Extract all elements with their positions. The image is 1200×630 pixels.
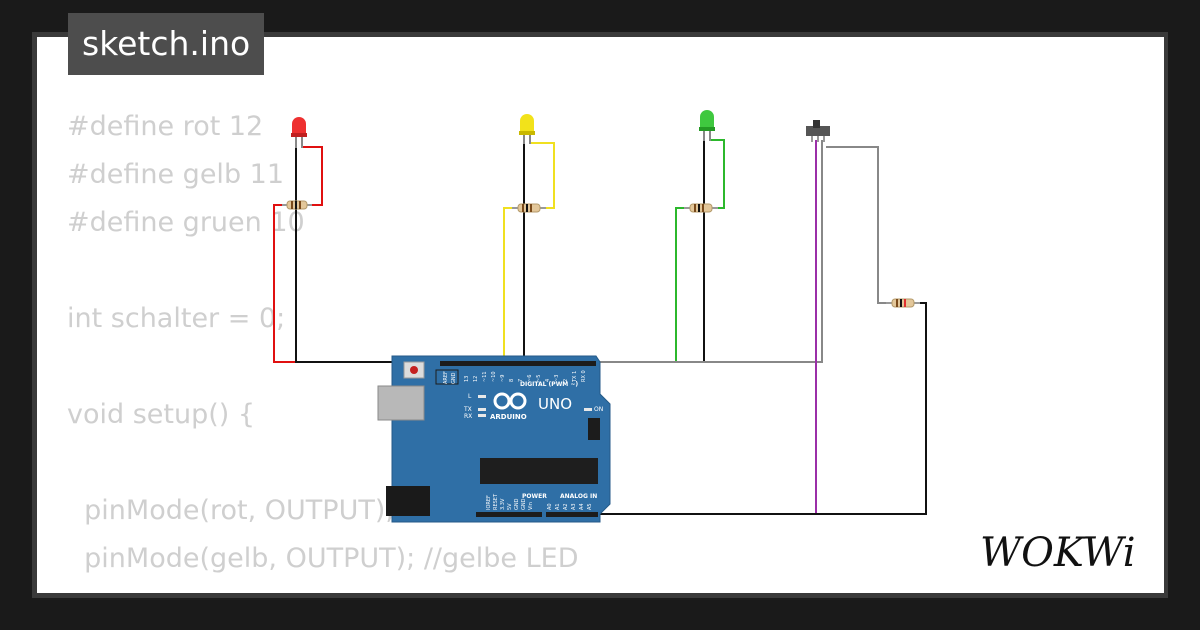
pin-label: ~6 xyxy=(527,375,533,382)
resistor[interactable] xyxy=(684,203,718,213)
pin-label: 7 xyxy=(518,379,524,382)
pin-label: 3.3V xyxy=(500,498,506,510)
pin-label: Vin xyxy=(528,502,534,510)
led-label-tx: TX xyxy=(463,406,472,413)
board-model-label: UNO xyxy=(538,395,572,413)
pin-label: 4 xyxy=(545,379,551,382)
pin-label: 8 xyxy=(509,379,515,382)
code-line: #define rot 12 xyxy=(67,111,264,142)
wires xyxy=(273,139,927,515)
analog-header xyxy=(546,512,598,517)
code-line: pinMode(gelb, OUTPUT); //gelbe LED xyxy=(67,543,579,574)
pin-label: AREF xyxy=(443,371,449,384)
code-line: pinMode(gruen, OUTPUT); //gruene LED xyxy=(67,583,620,593)
wire-purple[interactable] xyxy=(600,140,817,515)
resistor[interactable] xyxy=(282,200,312,210)
board-brand-label: ARDUINO xyxy=(490,413,527,421)
pin-label: GND xyxy=(521,498,527,510)
wire-green-top[interactable] xyxy=(710,139,725,209)
svg-text:WOKWi: WOKWi xyxy=(980,530,1136,574)
pin-label: A3 xyxy=(571,503,577,510)
code-line: void setup() { xyxy=(67,399,256,430)
wire-yellow-top[interactable] xyxy=(530,142,555,209)
pin-label: A0 xyxy=(547,503,553,510)
wire-red[interactable] xyxy=(302,146,323,206)
resistor[interactable] xyxy=(886,298,920,308)
led-yellow[interactable] xyxy=(519,114,535,144)
pin-label: A1 xyxy=(555,503,561,510)
microcontroller-chip xyxy=(480,458,598,484)
pin-label: ~11 xyxy=(482,371,488,382)
pin-label: 5V xyxy=(507,503,513,510)
icsp-header xyxy=(435,369,600,440)
pin-label: ~5 xyxy=(536,375,542,382)
pin-label: 13 xyxy=(464,376,470,382)
pin-label: ~3 xyxy=(554,375,560,382)
pin-label: ~10 xyxy=(491,371,497,382)
pin-label: RESET xyxy=(493,493,499,510)
arduino-uno-board[interactable]: UNO ARDUINO DIGITAL (PWM ~) POWER ANALOG… xyxy=(377,355,611,523)
wire-yellow-main[interactable] xyxy=(503,207,512,362)
wire-gray-switch[interactable] xyxy=(600,140,823,363)
arduino-logo-icon xyxy=(493,392,527,410)
file-tab[interactable]: sketch.ino xyxy=(68,13,265,75)
pin-label: ~9 xyxy=(500,375,506,382)
wire-red-main[interactable] xyxy=(273,204,458,363)
pin-label: GND xyxy=(451,372,457,384)
wire-black-pulldown[interactable] xyxy=(600,302,927,515)
code-line: #define gruen 10 xyxy=(67,207,305,238)
pin-label: A2 xyxy=(563,503,569,510)
pin-label: A5 xyxy=(587,503,593,510)
led-green[interactable] xyxy=(699,110,715,141)
pin-label: RX 0 xyxy=(581,370,587,382)
on-label: ON xyxy=(594,406,603,413)
analog-label: ANALOG IN xyxy=(560,493,597,500)
pin-label: IOREF xyxy=(486,495,492,510)
pin-label: GND xyxy=(514,498,520,510)
led-label-l: L xyxy=(468,393,472,400)
resistor[interactable] xyxy=(512,203,546,213)
wire-black-red-led[interactable] xyxy=(295,147,500,363)
code-line: int schalter = 0; xyxy=(67,303,286,334)
code-line: #define gelb 11 xyxy=(67,159,285,190)
pin-label: 2 xyxy=(563,379,569,382)
power-jack xyxy=(386,486,430,516)
pin-label: TX 1 xyxy=(572,371,578,383)
led-red[interactable] xyxy=(291,117,307,148)
wire-green-main[interactable] xyxy=(550,207,684,363)
pin-label: A4 xyxy=(579,503,585,510)
digital-label: DIGITAL (PWM ~) xyxy=(520,381,578,388)
slide-switch[interactable] xyxy=(806,120,830,142)
wire-gray-resistor[interactable] xyxy=(826,146,888,304)
wokwi-logo: WOKWi xyxy=(980,530,1136,574)
led-label-rx: RX xyxy=(464,413,472,420)
power-header xyxy=(476,512,542,517)
power-label: POWER xyxy=(522,493,547,500)
digital-header xyxy=(440,361,596,366)
usb-port xyxy=(377,385,425,421)
pin-label: 12 xyxy=(473,376,479,382)
